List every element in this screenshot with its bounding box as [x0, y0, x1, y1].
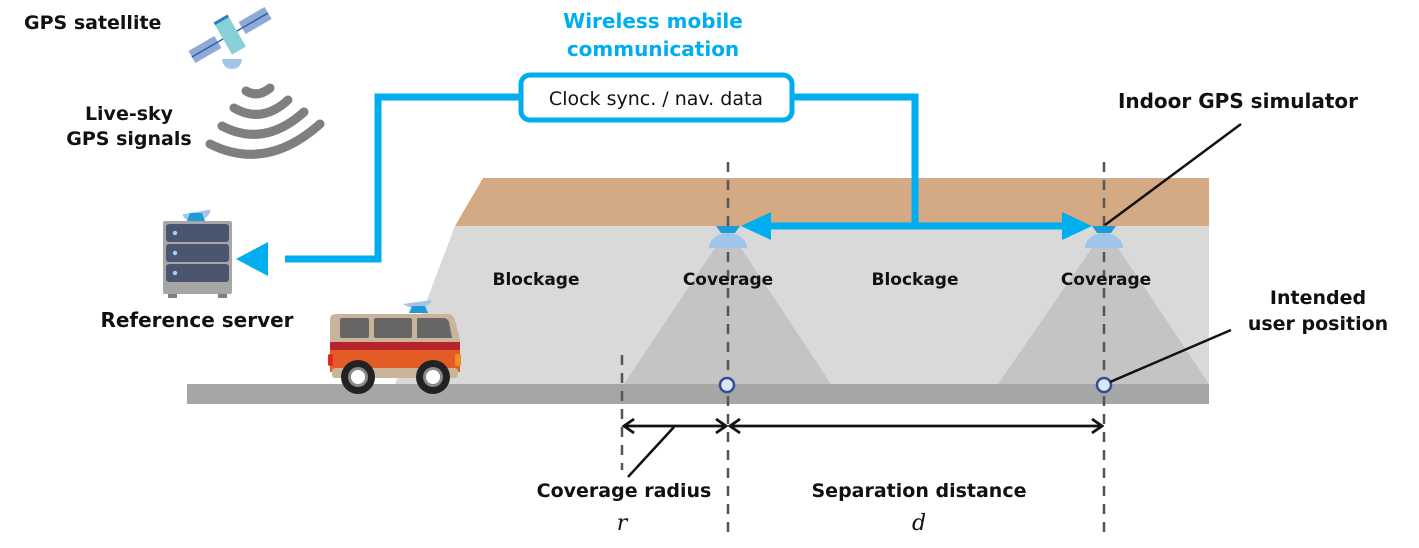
live-sky-label-line1: Live-sky	[85, 103, 174, 125]
wireless-link	[285, 93, 1068, 263]
blockage-label-1: Blockage	[492, 270, 579, 290]
data-box-label: Clock sync. / nav. data	[549, 88, 763, 110]
coverage-radius-symbol: r	[617, 511, 629, 536]
live-sky-label-line2: GPS signals	[66, 128, 191, 150]
intended-label-line2: user position	[1248, 313, 1388, 335]
indoor-simulator-label: Indoor GPS simulator	[1118, 89, 1358, 113]
wireless-label-line2: communication	[567, 37, 739, 61]
tunnel-wall	[395, 226, 1209, 384]
separation-distance-dimension	[727, 417, 1105, 435]
signal-waves-icon	[205, 83, 325, 159]
arrow-to-server-icon	[236, 242, 268, 276]
intended-label-line1: Intended	[1270, 287, 1366, 309]
data-box	[518, 72, 795, 123]
satellite-icon	[188, 6, 272, 69]
simulator-antenna-1-icon	[709, 226, 747, 248]
blockage-label-2: Blockage	[871, 270, 958, 290]
wireless-label-line1: Wireless mobile	[563, 9, 743, 33]
coverage-radius-callout-line	[627, 426, 675, 478]
van-icon	[328, 300, 461, 394]
reference-server-label: Reference server	[100, 308, 293, 332]
simulator-callout-line	[1104, 122, 1242, 227]
user-position-marker-1	[718, 376, 736, 394]
user-position-callout-line	[1109, 328, 1232, 384]
arrow-to-simulator-1-icon	[741, 212, 771, 240]
separation-distance-symbol: d	[912, 511, 926, 536]
user-position-marker-2	[1095, 376, 1113, 394]
road	[187, 384, 1209, 404]
link-to-simulators	[792, 93, 919, 226]
gps-satellite-label: GPS satellite	[24, 12, 161, 34]
tunnel-ceiling	[455, 178, 1209, 226]
arrow-to-simulator-2-icon	[1062, 212, 1092, 240]
coverage-radius-label: Coverage radius	[537, 480, 712, 502]
simulator-antenna-2-icon	[1085, 226, 1123, 248]
separation-distance-label: Separation distance	[812, 480, 1027, 502]
coverage-radius-dimension	[621, 417, 729, 435]
coverage-label-2: Coverage	[1061, 270, 1151, 290]
server-icon	[163, 209, 232, 298]
link-to-server	[285, 93, 523, 263]
coverage-label-1: Coverage	[683, 270, 773, 290]
